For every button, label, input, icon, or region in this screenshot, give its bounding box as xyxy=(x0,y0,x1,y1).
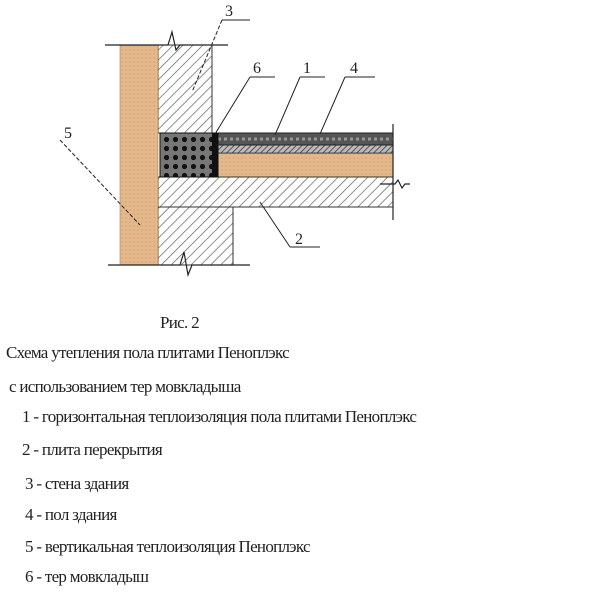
legend-item: 6 - тер мовкладыш xyxy=(25,567,149,586)
label-5: 5 xyxy=(64,125,72,142)
building-wall-upper xyxy=(157,44,213,134)
caption-title-line2: с использованием тер мовкладыша xyxy=(9,377,241,396)
horizontal-insulation xyxy=(217,152,394,178)
building-wall-lower xyxy=(157,206,234,266)
label-2: 2 xyxy=(295,231,303,248)
vertical-insulation xyxy=(119,44,159,266)
caption-title-line1: Схема утепления пола плитами Пеноплэкс xyxy=(6,343,290,362)
floor-layer-screed xyxy=(217,144,394,154)
label-1: 1 xyxy=(303,60,311,77)
legend-item: 4 - пол здания xyxy=(25,505,117,524)
legend-item: 1 - горизонтальная теплоизоляция пола пл… xyxy=(22,407,417,426)
figure-number: Рис. 2 xyxy=(160,313,200,332)
legend-item: 5 - вертикальная теплоизоляция Пеноплэкс xyxy=(25,537,311,556)
floor-insulation-diagram: 3 6 1 4 5 2 xyxy=(59,3,410,278)
thermal-insert xyxy=(159,132,219,178)
label-4: 4 xyxy=(350,60,358,77)
floor-slab xyxy=(157,176,394,208)
legend-item: 3 - стена здания xyxy=(25,474,129,493)
label-3: 3 xyxy=(225,3,233,20)
label-6: 6 xyxy=(253,60,261,77)
legend-item: 2 - плита перекрытия xyxy=(22,440,163,459)
